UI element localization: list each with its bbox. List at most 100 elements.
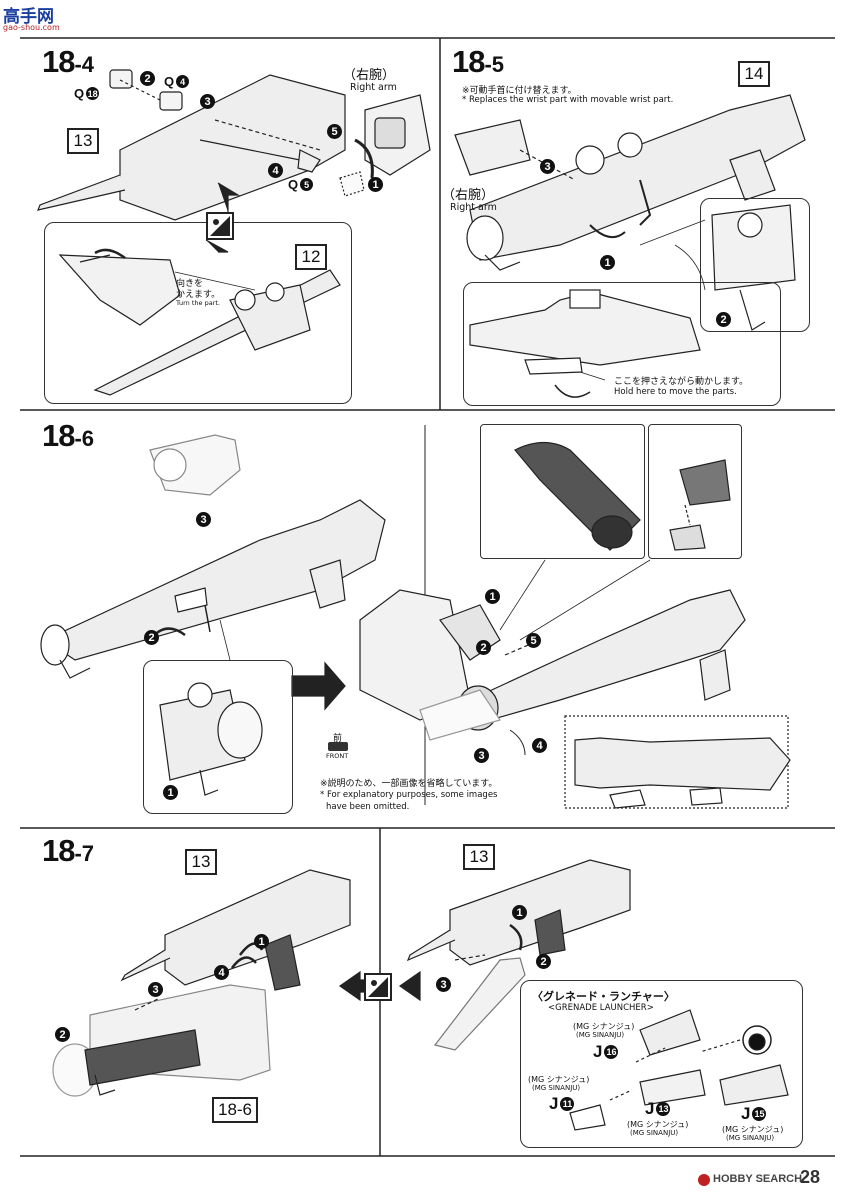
mg-label-jp: (MG シナンジュ) [528,1075,590,1084]
step-number-2: 2 [536,954,551,969]
step-major: 18 [42,833,75,868]
part-box-18-6: 18-6 [212,1097,258,1123]
step-number-2: 2 [55,1027,70,1042]
front-badge-en: FRONT [326,752,349,760]
step-number-2: 2 [144,630,159,645]
step-number-4: 4 [214,965,229,980]
turn-note-jp-1: 向きを [176,279,204,289]
step-number-5: 5 [327,124,342,139]
step-number-4: 4 [532,738,547,753]
j-letter: J [549,1094,559,1113]
step-minor: -6 [74,426,95,451]
step-number-5: 5 [526,633,541,648]
j-letter: J [593,1042,603,1061]
page-number: 28 [800,1167,821,1187]
q-label-18: Q 18 [74,86,100,101]
panel-18-6-photo-b [648,424,742,559]
panel-18-6-photo-a [480,424,645,559]
step-minor: -4 [74,52,95,77]
q-number: 4 [176,75,190,88]
mg-label-jp: (MG シナンジュ) [722,1125,784,1134]
site-logo: 高手网 gao-shou.com [3,2,67,36]
j-letter: J [741,1104,751,1123]
q-letter: Q [74,86,85,101]
right-arm-label-en: Right arm [450,202,497,213]
mg-label-jp: (MG シナンジュ) [627,1120,689,1129]
step-number-1: 1 [254,934,269,949]
step-number-1: 1 [512,905,527,920]
step-major: 18 [452,44,485,79]
mg-label-jp: (MG シナンジュ) [573,1022,635,1031]
swap-icon [206,212,234,240]
step-major: 18 [42,418,75,453]
hold-note-jp: ここを押さえながら動かします。 [614,377,749,387]
part-box-13: 13 [185,849,217,875]
step-number-3: 3 [148,982,163,997]
step-number-1: 1 [368,177,383,192]
panel-18-5-inset [463,282,781,406]
q-label-5: Q 5 [288,177,314,192]
step-number-3: 3 [436,977,451,992]
part-box-13: 13 [67,128,99,154]
hold-note-en: Hold here to move the parts. [614,387,737,397]
step-number-4: 4 [268,163,283,178]
part-box-13: 13 [463,844,495,870]
mg-label-en: (MG SINANJU) [726,1134,775,1142]
j-letter: J [645,1099,655,1118]
j-label-16: J 16 [593,1042,619,1062]
step-number-1: 1 [485,589,500,604]
front-badge: 前 FRONT [326,731,352,761]
step-minor: -5 [484,52,505,77]
q-number: 5 [300,178,314,191]
step-number-1: 1 [163,785,178,800]
step-number-3: 3 [540,159,555,174]
swap-icon [364,973,392,1001]
j-label-15: J 15 [741,1104,767,1124]
q-label-4: Q 4 [164,74,190,89]
right-arm-label-en: Right arm [350,82,397,93]
panel-18-6-left-inset [143,660,293,814]
front-badge-jp: 前 [333,734,343,744]
step-18-6-title: 18-6 [42,418,94,454]
right-arm-label-jp: （右腕） [442,188,495,203]
right-arm-label-jp: （右腕） [343,68,396,83]
j-number: 16 [604,1045,619,1059]
j-number: 11 [560,1097,575,1111]
step-major: 18 [42,44,75,79]
step-number-1: 1 [600,255,615,270]
step-number-2: 2 [716,312,731,327]
step-18-5-title: 18-5 [452,44,504,80]
step-number-2: 2 [476,640,491,655]
step-minor: -7 [74,841,95,866]
q-letter: Q [164,74,175,89]
omit-note-en-1: * For explanatory purposes, some images [320,790,498,800]
wrist-note-en: * Replaces the wrist part with movable w… [462,95,674,105]
mg-label-en: (MG SINANJU) [532,1084,581,1092]
panel-18-5-detail [700,198,810,332]
turn-note-jp-2: かえます。 [176,290,221,300]
site-logo-text: 高手网 [3,7,54,27]
mg-label-en: (MG SINANJU) [630,1129,679,1137]
footer-brand: HOBBY SEARCH [713,1173,803,1185]
site-logo-url: gao-shou.com [3,23,60,32]
step-number-3: 3 [196,512,211,527]
part-box-14: 14 [738,61,770,87]
grenade-launcher-title-en: <GRENADE LAUNCHER> [548,1003,654,1013]
step-number-3: 3 [474,748,489,763]
panel-18-4-inset [44,222,352,404]
q-number: 18 [86,87,100,100]
omit-note-jp: ※説明のため、一部画像を省略しています。 [320,779,498,789]
mg-label-en: (MG SINANJU) [576,1031,625,1039]
panel-grenade-launcher [520,980,803,1148]
step-18-4-title: 18-4 [42,44,94,80]
omit-note-en-2: have been omitted. [326,802,410,812]
step-18-7-title: 18-7 [42,833,94,869]
turn-note-en: Turn the part. [176,299,220,307]
grenade-launcher-title-jp: 〈グレネード・ランチャー〉 [532,990,675,1003]
wrist-note-jp: ※可動手首に付け替えます。 [462,86,577,96]
j-number: 15 [752,1107,767,1121]
step-number-2: 2 [140,71,155,86]
part-box-12: 12 [295,244,327,270]
j-label-11: J 11 [549,1094,575,1114]
